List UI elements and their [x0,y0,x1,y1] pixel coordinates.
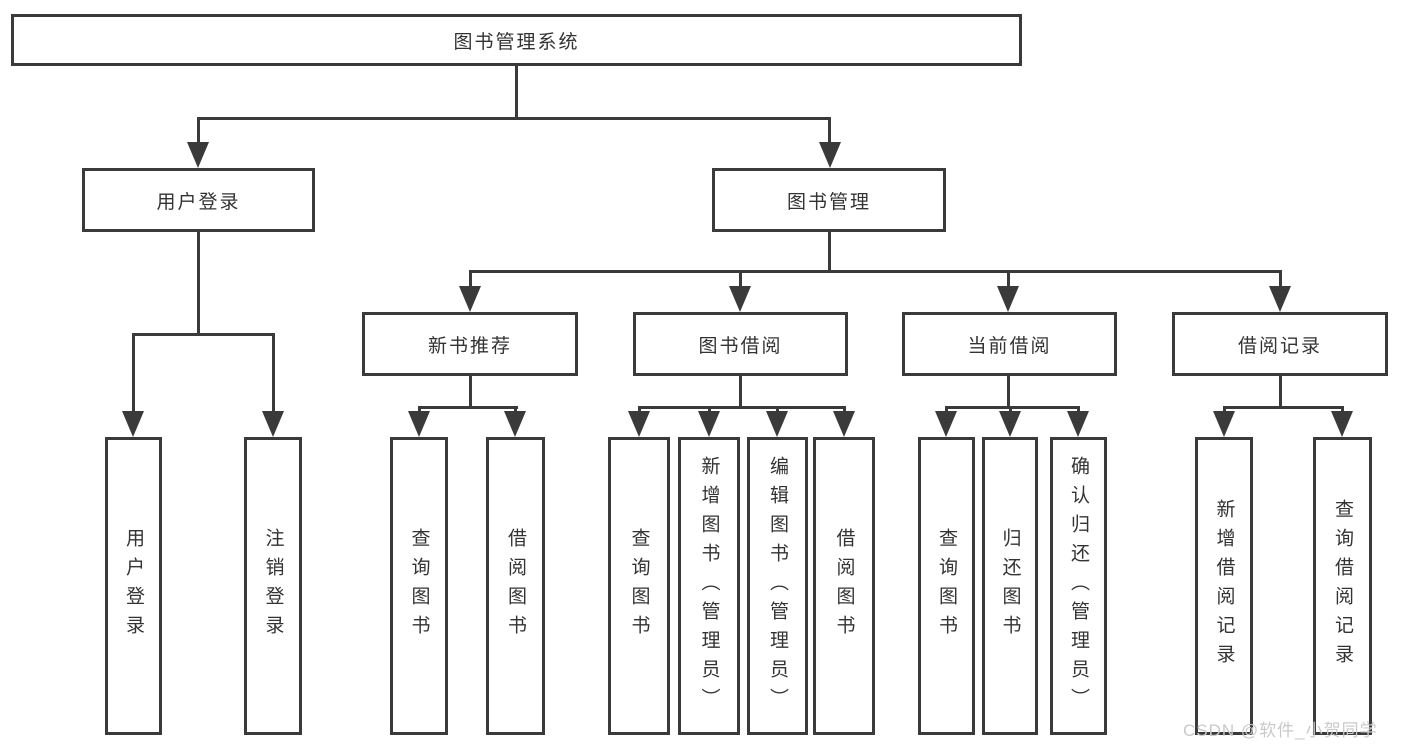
node-user-login-label: 用户登录 [156,191,241,213]
connector-line [1077,406,1080,415]
leaf-label: 查询图书 [628,528,650,644]
node-root: 图书管理系统 [11,14,1022,66]
connector-line [132,333,135,415]
connector-line [469,270,1281,273]
connector-line [1007,376,1010,409]
leaf-label: 查询图书 [408,528,430,644]
connector-line [1009,406,1012,415]
arrowhead-down [1331,411,1353,437]
arrowhead-down [1269,286,1291,312]
leaf-label: 查询图书 [936,528,957,644]
arrowhead-down [262,411,284,437]
leaf-logout: 注销登录 [244,437,302,735]
connector-line [418,406,518,409]
leaf-label: 编辑图书（管理员） [767,455,788,717]
node-borrowing-records-label: 借阅记录 [1237,335,1322,357]
node-new-book-recommend-label: 新书推荐 [427,335,512,357]
leaf-label: 用户登录 [123,528,144,644]
connector-line [514,406,517,415]
arrowhead-down [628,411,650,437]
node-current-borrowing: 当前借阅 [902,312,1117,376]
connector-line [843,406,846,415]
arrowhead-down [819,142,841,168]
node-book-management-label: 图书管理 [786,191,871,213]
connector-line [469,270,472,290]
leaf-label: 借阅图书 [833,528,855,644]
watermark: CSDN @软件_小贺同学 [1183,721,1378,740]
leaf-bb-borrow-books: 借阅图书 [813,437,875,735]
connector-line [945,406,1080,409]
leaf-bb-add-books-admin: 新增图书（管理员） [678,437,740,735]
arrowhead-down [459,286,481,312]
connector-line [469,376,472,409]
arrowhead-down [1067,411,1089,437]
connector-line [272,333,275,415]
arrowhead-down [833,411,855,437]
leaf-nb-borrow-books: 借阅图书 [486,437,545,735]
arrowhead-down [729,286,751,312]
connector-line [197,117,200,145]
leaf-cb-query-books: 查询图书 [918,437,975,735]
leaf-label: 借阅图书 [505,528,526,644]
connector-line [739,270,742,290]
node-book-borrowing: 图书借阅 [633,312,848,376]
connector-line [418,406,421,415]
connector-line [197,117,831,120]
leaf-label: 新增图书（管理员） [698,455,720,717]
connector-line [945,406,948,415]
leaf-label: 新增借阅记录 [1213,499,1235,673]
leaf-cb-confirm-return-admin: 确认归还（管理员） [1050,437,1107,735]
leaf-user-login: 用户登录 [105,437,162,735]
connector-line [828,117,831,145]
node-borrowing-records: 借阅记录 [1172,312,1388,376]
node-new-book-recommend: 新书推荐 [362,312,578,376]
arrowhead-down [504,411,526,437]
leaf-br-add-record: 新增借阅记录 [1195,437,1253,735]
connector-line [515,66,518,119]
leaf-bb-query-books: 查询图书 [608,437,670,735]
arrowhead-down [999,411,1021,437]
arrowhead-down [187,142,209,168]
connector-line [1279,270,1282,290]
leaf-nb-query-books: 查询图书 [390,437,448,735]
leaf-label: 确认归还（管理员） [1068,455,1089,717]
node-book-management: 图书管理 [712,168,946,232]
leaf-label: 注销登录 [262,528,284,644]
leaf-label: 归还图书 [999,528,1021,644]
leaf-bb-edit-books-admin: 编辑图书（管理员） [747,437,808,735]
node-user-login: 用户登录 [82,168,315,232]
leaf-label: 查询借阅记录 [1332,499,1353,673]
connector-line [1279,376,1282,409]
connector-line [1007,270,1010,290]
node-book-borrowing-label: 图书借阅 [698,335,783,357]
leaf-cb-return-books: 归还图书 [982,437,1038,735]
connector-line [638,406,641,415]
connector-line [1223,406,1344,409]
connector-line [1341,406,1344,415]
arrowhead-down [997,286,1019,312]
arrowhead-down [1213,411,1235,437]
arrowhead-down [698,411,720,437]
connector-line [739,376,742,409]
leaf-br-query-record: 查询借阅记录 [1313,437,1372,735]
connector-line [776,406,779,415]
node-root-label: 图书管理系统 [453,31,580,53]
node-current-borrowing-label: 当前借阅 [967,335,1052,357]
arrowhead-down [408,411,430,437]
connector-line [132,333,275,336]
connector-line [638,406,845,409]
connector-line [828,232,831,273]
connector-line [1223,406,1226,415]
connector-line [708,406,711,415]
arrowhead-down [935,411,957,437]
arrowhead-down [122,411,144,437]
arrowhead-down [766,411,788,437]
connector-line [197,232,200,336]
